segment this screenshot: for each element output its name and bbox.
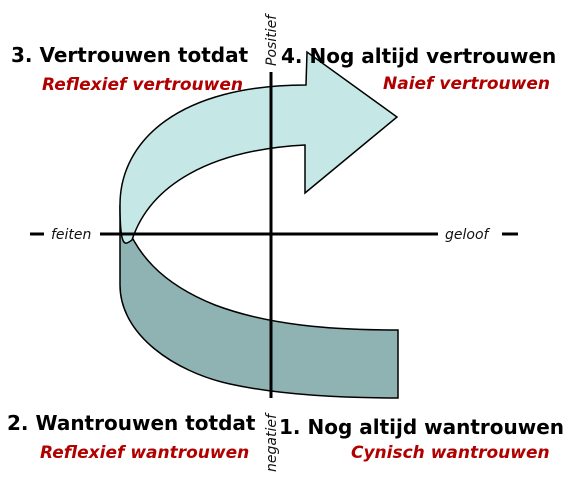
arrow-ribbon-bottom [119, 204, 399, 399]
arrow-ribbon-top [119, 50, 399, 244]
quadrant-1-title: 1. Nog altijd wantrouwen [279, 415, 564, 439]
quadrant-4-subtitle: Naief vertrouwen [383, 74, 550, 94]
quadrant-2-title: 2. Wantrouwen totdat [7, 411, 256, 435]
quadrant-2-subtitle: Reflexief wantrouwen [40, 443, 249, 463]
axis-label-bottom: negatief [264, 412, 280, 472]
axis-label-left: feiten [51, 227, 91, 243]
quadrant-4-title: 4. Nog altijd vertrouwen [281, 44, 556, 68]
axis-label-top: Positief [264, 13, 280, 66]
axis-label-right: geloof [445, 227, 491, 243]
quadrant-1-subtitle: Cynisch wantrouwen [351, 443, 550, 463]
quadrant-3-subtitle: Reflexief vertrouwen [42, 75, 243, 95]
quadrant-3-title: 3. Vertrouwen totdat [11, 43, 249, 67]
